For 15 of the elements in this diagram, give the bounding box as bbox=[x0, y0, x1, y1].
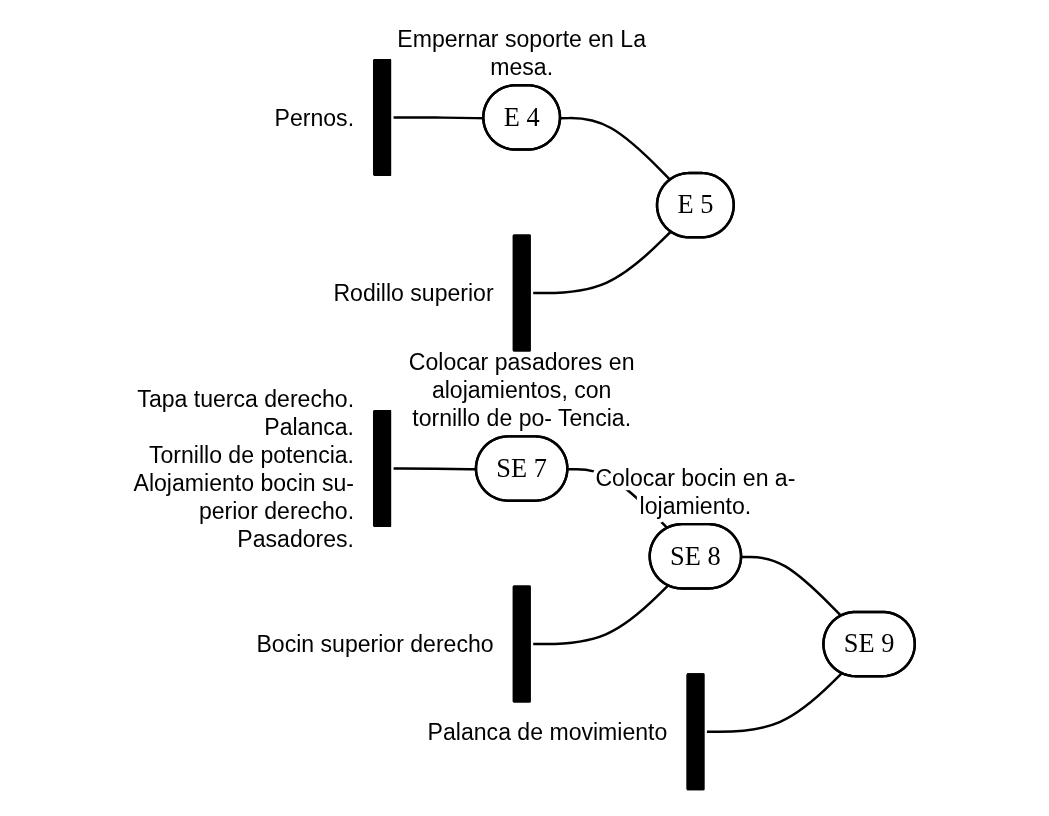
part-label: Bocin superior derecho bbox=[256, 631, 494, 658]
connector bbox=[707, 672, 843, 734]
part-label: Tornillo de potencia. bbox=[149, 441, 355, 468]
part-label: Pasadores. bbox=[237, 525, 355, 552]
part-label: Palanca de movimiento bbox=[428, 719, 668, 746]
part-label: Alojamiento bocin su- perior derecho. bbox=[133, 469, 355, 524]
part-label: Pernos. bbox=[274, 104, 355, 131]
part-label: Tapa tuerca derecho. bbox=[137, 385, 355, 412]
part-label: Palanca. bbox=[264, 413, 355, 440]
part-label: Rodillo superior bbox=[333, 280, 494, 307]
step-note: Empernar soporte en La mesa. bbox=[397, 26, 647, 81]
connector bbox=[533, 230, 672, 295]
connector bbox=[561, 116, 672, 182]
step-note: Colocar pasadores en alojamientos, con tornillo de po- Tencia. bbox=[409, 349, 635, 432]
connector bbox=[533, 584, 670, 646]
